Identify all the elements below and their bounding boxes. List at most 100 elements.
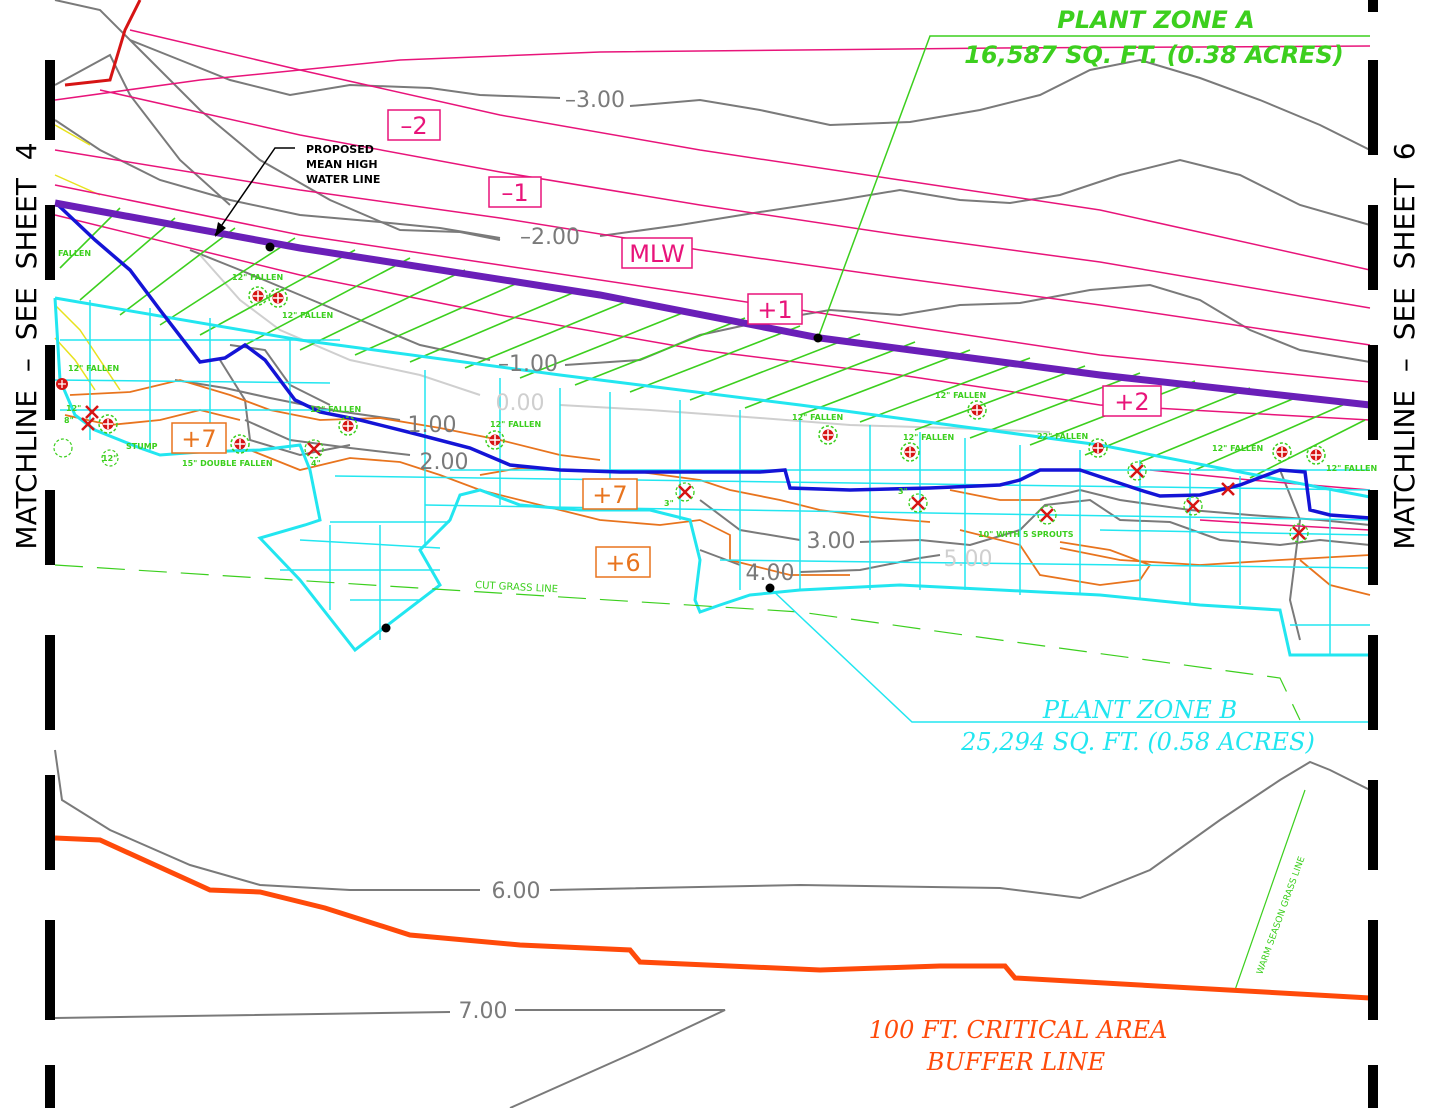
zone-a-title: PLANT ZONE A xyxy=(1057,6,1254,34)
tree-symbol xyxy=(485,430,505,450)
contour-misc-4 xyxy=(229,344,331,406)
remove-mark xyxy=(1186,499,1200,513)
tree-note: 4" xyxy=(311,459,321,468)
orange-contour-2 xyxy=(64,409,241,426)
tree-note: 12" FALLEN xyxy=(68,364,119,373)
tree-symbols xyxy=(56,286,1326,465)
tree-symbol xyxy=(248,286,268,306)
contour-neg1 xyxy=(189,249,1371,366)
contour-misc-2 xyxy=(129,39,501,241)
zone-b-leader xyxy=(769,587,1370,723)
tree-note: 12" xyxy=(102,454,117,463)
tree-note: 12" FALLEN xyxy=(310,405,361,414)
tree-note: 12" FALLEN xyxy=(282,311,333,320)
zone-a-area: 16,587 SQ. FT. (0.38 ACRES) xyxy=(964,41,1343,69)
tree-symbol xyxy=(900,442,920,462)
mhw-callout-line3: WATER LINE xyxy=(306,173,380,186)
dot-mhw xyxy=(265,242,275,252)
dot-zone-a xyxy=(813,333,823,343)
tide-tag-mlw: MLW xyxy=(629,240,685,268)
contour-7 xyxy=(54,1009,726,1108)
grey-contours xyxy=(54,0,1371,1108)
tree-notes: 12" FALLEN 12" FALLEN 12" FALLEN 12" FAL… xyxy=(58,249,1377,539)
contour-misc-5 xyxy=(1279,469,1302,641)
remove-mark xyxy=(85,405,99,419)
shrub-symbols xyxy=(53,438,119,467)
remove-mark xyxy=(911,496,925,510)
zone-b-title: PLANT ZONE B xyxy=(1042,696,1237,724)
tree-symbol xyxy=(338,416,358,436)
matchline-right-label: MATCHLINE – SEE SHEET 6 xyxy=(1388,142,1421,549)
tide-line-1 xyxy=(54,45,1371,101)
tree-note: 12" FALLEN xyxy=(1326,464,1377,473)
tree-note: 8" xyxy=(64,416,74,425)
contour-4 xyxy=(699,549,941,573)
leader-dots xyxy=(265,242,823,633)
tree-note: 12" FALLEN xyxy=(792,413,843,422)
tree-note: FALLEN xyxy=(58,249,91,258)
elevation-tags: +7 +7 +6 xyxy=(181,425,640,577)
tree-note: 3" xyxy=(898,487,908,496)
contour-label-0: 0.00 xyxy=(496,391,545,416)
contour-6 xyxy=(54,749,1371,900)
contour-label-2: 2.00 xyxy=(420,450,469,475)
tide-tag-neg1: –1 xyxy=(501,179,528,207)
elev-tag-b: +7 xyxy=(592,481,627,509)
tag-box-mlw xyxy=(621,237,693,269)
elev-tag-c: +6 xyxy=(605,549,640,577)
contour-neg2 xyxy=(54,119,1371,239)
elev-tag-boxes xyxy=(171,422,651,578)
contour-label-7: 7.00 xyxy=(459,999,508,1024)
tree-note: STUMP xyxy=(126,442,158,451)
matchline-borders xyxy=(45,0,1378,1108)
tide-tag-boxes xyxy=(387,109,1162,417)
orange-contour-6 xyxy=(1059,547,1371,566)
remove-mark xyxy=(1292,526,1306,540)
tag-box-elev-a xyxy=(171,422,227,454)
zone-b-label: PLANT ZONE B 25,294 SQ. FT. (0.58 ACRES) xyxy=(960,696,1315,756)
contour-label-6: 6.00 xyxy=(492,879,541,904)
dot-zone-b-2 xyxy=(765,583,775,593)
tree-symbol xyxy=(1088,438,1108,458)
removed-tree-marks xyxy=(81,405,1306,540)
contour-misc-1 xyxy=(54,53,231,206)
contour-label-4: 4.00 xyxy=(746,561,795,586)
tide-line-6 xyxy=(54,214,1371,421)
leaders xyxy=(214,35,1370,723)
contour-label-neg1: –1.00 xyxy=(498,352,558,377)
tag-box-neg1 xyxy=(488,176,542,208)
tag-box-pos1 xyxy=(747,293,803,325)
tide-tags: –2 –1 MLW +1 +2 xyxy=(400,112,1149,416)
contour-neg3 xyxy=(54,0,1371,151)
blue-edge-line xyxy=(56,203,1371,520)
tide-line-5 xyxy=(54,184,1371,383)
tree-note: 12" FALLEN xyxy=(490,420,541,429)
tree-note: 3" xyxy=(664,499,674,508)
buffer-label: 100 FT. CRITICAL AREA BUFFER LINE xyxy=(869,1016,1168,1076)
zone-a-hatch xyxy=(59,207,1366,479)
remove-mark xyxy=(1130,464,1144,478)
cut-grass-line xyxy=(54,564,1301,721)
orange-contour-7 xyxy=(1299,559,1371,596)
cut-grass-label: CUT GRASS LINE xyxy=(475,580,558,595)
zone-b-outline-top xyxy=(54,296,1371,499)
tree-note: 12" xyxy=(66,404,81,413)
yellow-lines xyxy=(54,124,121,391)
tide-line-2 xyxy=(129,29,1371,271)
tide-line-3 xyxy=(99,89,1371,309)
tag-box-elev-b xyxy=(582,478,638,510)
tree-symbol xyxy=(230,434,250,454)
mhw-callout: PROPOSED MEAN HIGH WATER LINE xyxy=(306,143,380,186)
tree-note: 15" DOUBLE FALLEN xyxy=(182,459,273,468)
mhw-callout-line2: MEAN HIGH xyxy=(306,158,378,171)
tide-tag-neg2: –2 xyxy=(400,112,427,140)
orange-contour-3 xyxy=(249,449,850,576)
dot-zone-b-1 xyxy=(381,623,391,633)
orange-contour-1 xyxy=(69,379,601,461)
tree-symbol xyxy=(818,425,838,445)
mhw-leader xyxy=(214,147,295,236)
orange-contour-4 xyxy=(479,467,931,523)
tag-box-pos2 xyxy=(1102,385,1162,417)
mean-high-water-line xyxy=(54,199,1371,409)
